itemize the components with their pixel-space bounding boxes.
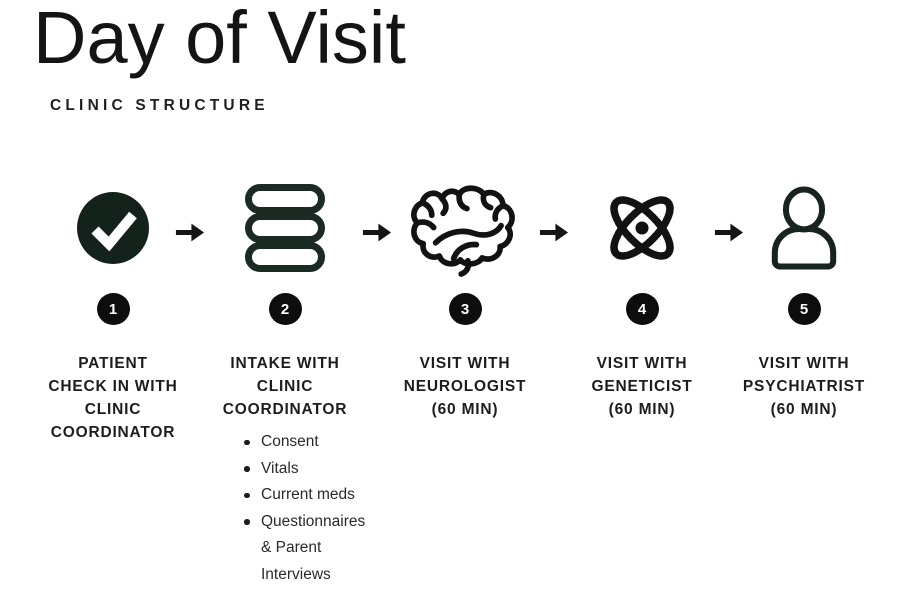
step-number-badge: 1: [96, 293, 130, 325]
flow-arrow-2: [362, 221, 392, 244]
flow-arrow-1: [175, 221, 205, 244]
arrow-right-icon: [362, 223, 392, 242]
flow-arrow-4: [714, 221, 744, 244]
step-2-icon-slot: [200, 180, 370, 276]
step-number-badge: 2: [268, 293, 302, 325]
step-label-line: PSYCHIATRIST: [742, 378, 866, 395]
step-label-line: PATIENT: [78, 355, 148, 372]
step-4-icon-slot: [557, 180, 727, 276]
list-icon: [245, 184, 325, 272]
step-number-badge: 5: [787, 293, 821, 325]
step-5-label: VISIT WITH PSYCHIATRIST (60 MIN): [709, 352, 899, 421]
arrow-right-icon: [175, 223, 205, 242]
step-3-icon-slot: [380, 180, 550, 277]
step-label-line: CHECK IN WITH: [48, 378, 178, 395]
step-label-line: INTAKE WITH: [230, 355, 340, 372]
step-4-label: VISIT WITH GENETICIST (60 MIN): [547, 352, 737, 421]
step-5-icon-slot: [719, 180, 889, 276]
page-title: Day of Visit: [33, 0, 406, 79]
brain-icon: [411, 184, 515, 277]
checklist-item: Consent: [237, 429, 379, 456]
step-number-badge: 4: [625, 293, 659, 325]
step-label-line: COORDINATOR: [222, 401, 348, 418]
arrow-right-icon: [539, 223, 569, 242]
step-number-badge: 3: [448, 293, 482, 325]
step-label-line: (60 MIN): [431, 401, 499, 418]
checklist-item: Vitals: [237, 456, 379, 483]
step-label-line: CLINIC: [84, 401, 142, 418]
flow-arrow-3: [539, 221, 569, 244]
step-1-label: PATIENT CHECK IN WITH CLINIC COORDINATOR: [18, 352, 208, 444]
step-label-line: VISIT WITH: [596, 355, 688, 372]
arrow-right-icon: [714, 223, 744, 242]
step-label-line: VISIT WITH: [758, 355, 850, 372]
step-label-line: CLINIC: [256, 378, 314, 395]
step-label-line: COORDINATOR: [50, 424, 176, 441]
intake-checklist: Consent Vitals Current meds Questionnair…: [237, 429, 379, 588]
page-subtitle: CLINIC STRUCTURE: [50, 97, 269, 114]
person-icon: [771, 186, 837, 270]
step-label-line: NEUROLOGIST: [403, 378, 527, 395]
check-circle-icon: [77, 192, 149, 264]
step-1-icon-slot: [28, 180, 198, 276]
step-label-line: (60 MIN): [770, 401, 838, 418]
checklist-item: Current meds: [237, 482, 379, 509]
checklist-item: Questionnaires & Parent Interviews: [237, 509, 379, 589]
step-label-line: VISIT WITH: [419, 355, 511, 372]
step-2-label: INTAKE WITH CLINIC COORDINATOR: [190, 352, 380, 421]
atom-icon: [610, 196, 674, 260]
step-3-label: VISIT WITH NEUROLOGIST (60 MIN): [370, 352, 560, 421]
step-label-line: GENETICIST: [591, 378, 693, 395]
step-label-line: (60 MIN): [608, 401, 676, 418]
